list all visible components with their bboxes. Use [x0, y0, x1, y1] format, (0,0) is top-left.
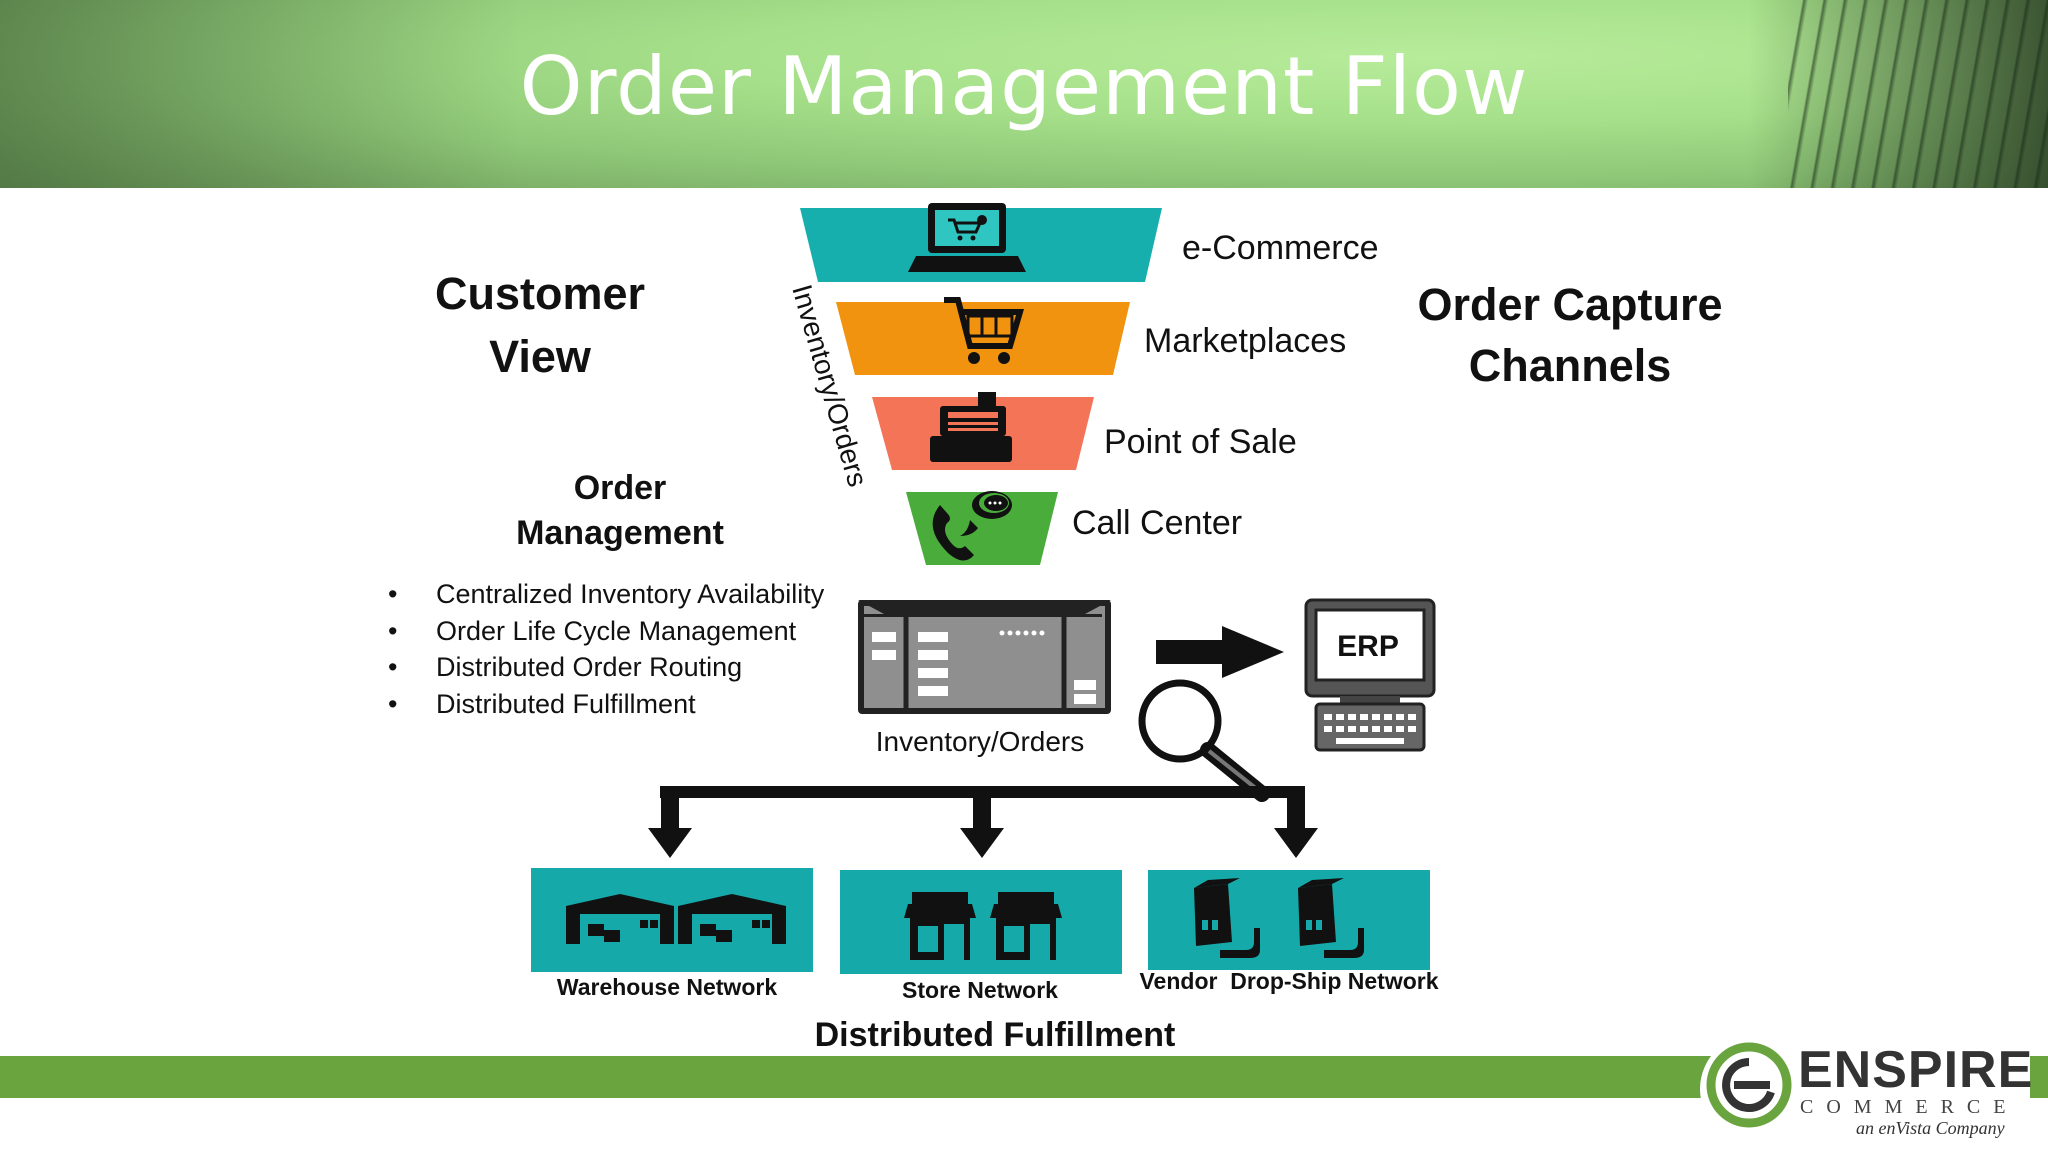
- phone-chat-icon: [932, 491, 1012, 561]
- package-hand-icon: [1194, 878, 1364, 958]
- network-box-warehouse: [531, 868, 813, 972]
- magnifier-icon: [1138, 679, 1270, 802]
- arrow-to-erp: [1156, 626, 1284, 678]
- header-shadow: [0, 0, 520, 188]
- store-icon: [904, 892, 1062, 960]
- header-building-stripes: [1788, 0, 2048, 188]
- cash-register-icon: [930, 392, 1012, 462]
- network-label-store: Store Network: [902, 977, 1058, 1003]
- funnel-layer-call-center: [906, 491, 1058, 565]
- enspire-logo: ENSPIRE COMMERCE an enVista Company: [1700, 1034, 2034, 1144]
- keyboard-keys: [1324, 714, 1416, 744]
- customer-view-heading: Customer View: [434, 268, 646, 382]
- capability-item: Distributed Fulfillment: [388, 686, 824, 723]
- server-label: Inventory/Orders: [876, 726, 1085, 757]
- funnel-layer-point-of-sale: [872, 392, 1094, 470]
- slide-title: Order Management Flow: [519, 40, 1529, 133]
- funnel-layer-ecommerce: [800, 203, 1162, 282]
- logo-tagline: an enVista Company: [1856, 1118, 2005, 1138]
- network-label-vendor: Vendor Drop-Ship Network: [1139, 968, 1438, 994]
- erp-label: ERP: [1337, 630, 1399, 663]
- logo-subtitle: COMMERCE: [1800, 1096, 2019, 1118]
- capability-item: Centralized Inventory Availability: [388, 576, 824, 613]
- channel-label-ecommerce: e-Commerce: [1182, 229, 1378, 267]
- header-banner: Order Management Flow: [0, 0, 2048, 188]
- inventory-server-icon: [858, 600, 1111, 714]
- channel-label-marketplaces: Marketplaces: [1144, 322, 1346, 360]
- funnel-layer-marketplaces: [836, 297, 1130, 375]
- distributed-fulfillment-label: Distributed Fulfillment: [815, 1016, 1176, 1054]
- warehouse-icon: [566, 894, 786, 944]
- capability-item: Order Life Cycle Management: [388, 613, 824, 650]
- order-management-heading: Order Management: [516, 469, 724, 552]
- capability-item: Distributed Order Routing: [388, 649, 824, 686]
- network-label-warehouse: Warehouse Network: [557, 974, 777, 1000]
- channel-label-point-of-sale: Point of Sale: [1104, 423, 1297, 461]
- order-capture-heading: Order Capture Channels: [1417, 279, 1723, 391]
- enspire-logo-mark: [1706, 1042, 1792, 1128]
- network-box-vendor: [1148, 870, 1430, 970]
- laptop-cart-icon: [908, 203, 1026, 272]
- channel-label-call-center: Call Center: [1072, 504, 1242, 542]
- capabilities-list: Centralized Inventory Availability Order…: [388, 576, 824, 722]
- logo-name: ENSPIRE: [1798, 1041, 2034, 1099]
- network-box-store: [840, 870, 1122, 974]
- distribution-arrows: [648, 786, 1318, 858]
- shopping-cart-icon: [944, 297, 1025, 364]
